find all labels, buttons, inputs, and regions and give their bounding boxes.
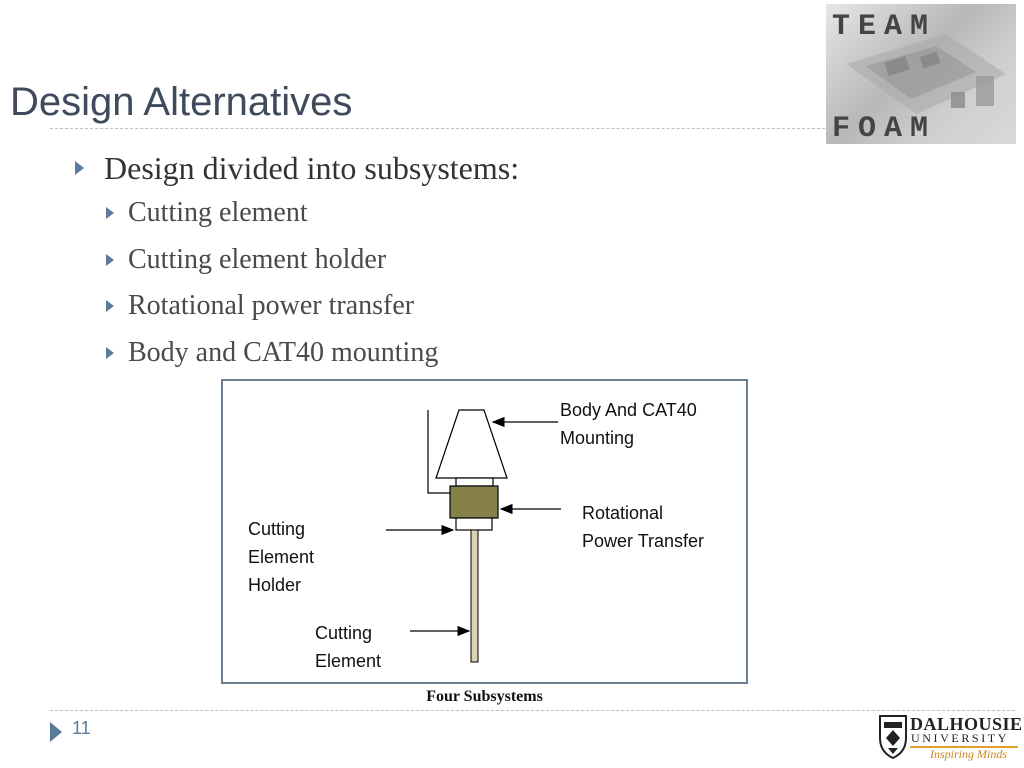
tool-diagram-graphic	[386, 409, 561, 663]
label-holder: Cutting Element Holder	[248, 519, 315, 595]
team-word: TEAM	[832, 10, 936, 44]
holder-block	[455, 517, 493, 531]
foam-tray-graphic: TEAM FOAM	[832, 10, 1006, 144]
dalhousie-crest-icon	[879, 715, 907, 760]
subsystem-diagram: Body And CAT40 Mounting Rotational Power…	[221, 379, 748, 684]
bullet-marker-icon	[106, 347, 114, 359]
power-transfer-block	[449, 485, 499, 519]
dalhousie-logo: DALHOUSIE UNIVERSITY Inspiring Minds	[878, 714, 1022, 762]
dalhousie-university: UNIVERSITY	[911, 731, 1009, 745]
footer-divider	[50, 710, 1015, 711]
side-frame-line	[427, 410, 450, 494]
dalhousie-name: DALHOUSIE	[910, 714, 1023, 734]
bullet-sub-4: Body and CAT40 mounting	[106, 335, 438, 371]
bullet-sub-text: Cutting element	[128, 197, 308, 228]
label-body-mount: Body And CAT40 Mounting	[560, 400, 697, 448]
label-power-transfer: Rotational Power Transfer	[582, 503, 705, 551]
label-cutting-element: Cutting Element	[315, 623, 382, 671]
body-cone	[435, 409, 508, 479]
bullet-sub-text: Body and CAT40 mounting	[128, 337, 439, 368]
bullet-marker-icon	[75, 161, 84, 175]
slide-title: Design Alternatives	[10, 80, 353, 124]
bullet-sub-1: Cutting element	[106, 195, 308, 231]
bullet-sub-text: Rotational power transfer	[128, 290, 415, 321]
figure-caption: Four Subsystems	[426, 688, 543, 705]
bullet-sub-text: Cutting element holder	[128, 244, 387, 275]
page-number: 11	[72, 718, 91, 738]
bullet-sub-3: Rotational power transfer	[106, 288, 414, 324]
page-marker-icon	[50, 722, 62, 742]
team-foam-logo: TEAM FOAM	[826, 4, 1016, 144]
bullet-marker-icon	[106, 254, 114, 266]
dalhousie-accent-bar	[910, 746, 1018, 748]
foam-word: FOAM	[832, 112, 936, 144]
cutting-shaft	[470, 529, 479, 663]
title-divider	[50, 128, 825, 129]
bullet-main: Design divided into subsystems:	[75, 148, 519, 188]
collar	[455, 477, 494, 487]
bullet-marker-icon	[106, 300, 114, 312]
bullet-marker-icon	[106, 207, 114, 219]
dalhousie-tagline: Inspiring Minds	[930, 747, 1008, 761]
bullet-sub-2: Cutting element holder	[106, 242, 386, 278]
bullet-main-text: Design divided into subsystems:	[104, 150, 520, 186]
